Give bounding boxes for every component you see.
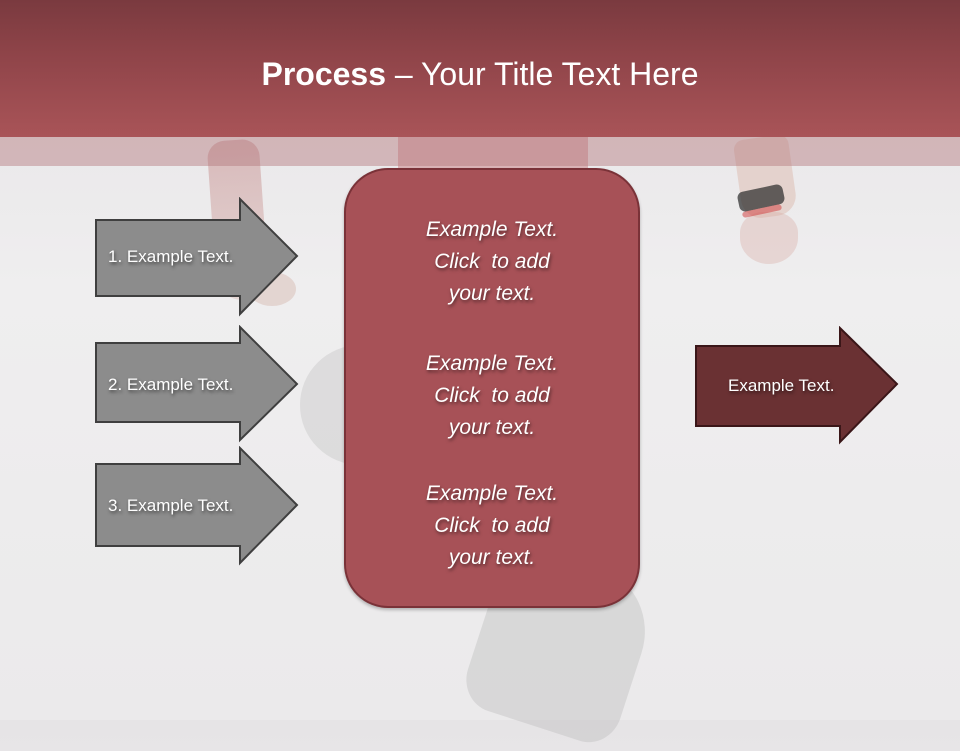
header-translucent-band xyxy=(0,137,960,166)
panel-line: Example Text. xyxy=(425,352,559,375)
panel-text-block-1[interactable]: Example Text. Click to add your text. xyxy=(346,214,638,310)
input-arrow-label: 3. Example Text. xyxy=(108,496,234,515)
arrow-right-icon xyxy=(95,446,299,566)
panel-line: your text. xyxy=(448,416,536,439)
panel-text-block-2[interactable]: Example Text. Click to add your text. xyxy=(346,348,638,444)
panel-line: your text. xyxy=(448,546,536,569)
input-arrow-3[interactable]: 3. Example Text. xyxy=(94,446,300,566)
input-arrow-label: 2. Example Text. xyxy=(108,375,234,394)
panel-line: Example Text. xyxy=(425,218,559,241)
photo-bracelet-red xyxy=(741,203,783,219)
output-arrow[interactable]: Example Text. xyxy=(694,326,900,446)
arrow-right-icon xyxy=(95,197,299,317)
title-bold: Process xyxy=(261,56,387,92)
panel-line: Example Text. xyxy=(425,482,559,505)
title-rest: – Your Title Text Here xyxy=(386,56,699,92)
panel-line: Click to add xyxy=(434,250,550,273)
slide-title[interactable]: Process – Your Title Text Here xyxy=(0,52,960,96)
arrow-right-icon xyxy=(95,325,299,443)
title-bar: Process – Your Title Text Here xyxy=(0,0,960,137)
panel-text-block-3[interactable]: Example Text. Click to add your text. xyxy=(346,478,638,574)
input-arrow-label: 1. Example Text. xyxy=(108,247,234,266)
input-arrow-1[interactable]: 1. Example Text. xyxy=(94,197,300,317)
photo-hand-right xyxy=(740,212,798,264)
output-arrow-label: Example Text. xyxy=(728,376,835,395)
process-panel[interactable]: Example Text. Click to add your text. Ex… xyxy=(344,168,640,608)
panel-line: Click to add xyxy=(434,514,550,537)
input-arrow-2[interactable]: 2. Example Text. xyxy=(94,325,300,445)
arrow-right-icon xyxy=(695,326,899,445)
panel-line: Click to add xyxy=(434,384,550,407)
photo-bracelet xyxy=(736,183,786,213)
panel-line: your text. xyxy=(448,282,536,305)
